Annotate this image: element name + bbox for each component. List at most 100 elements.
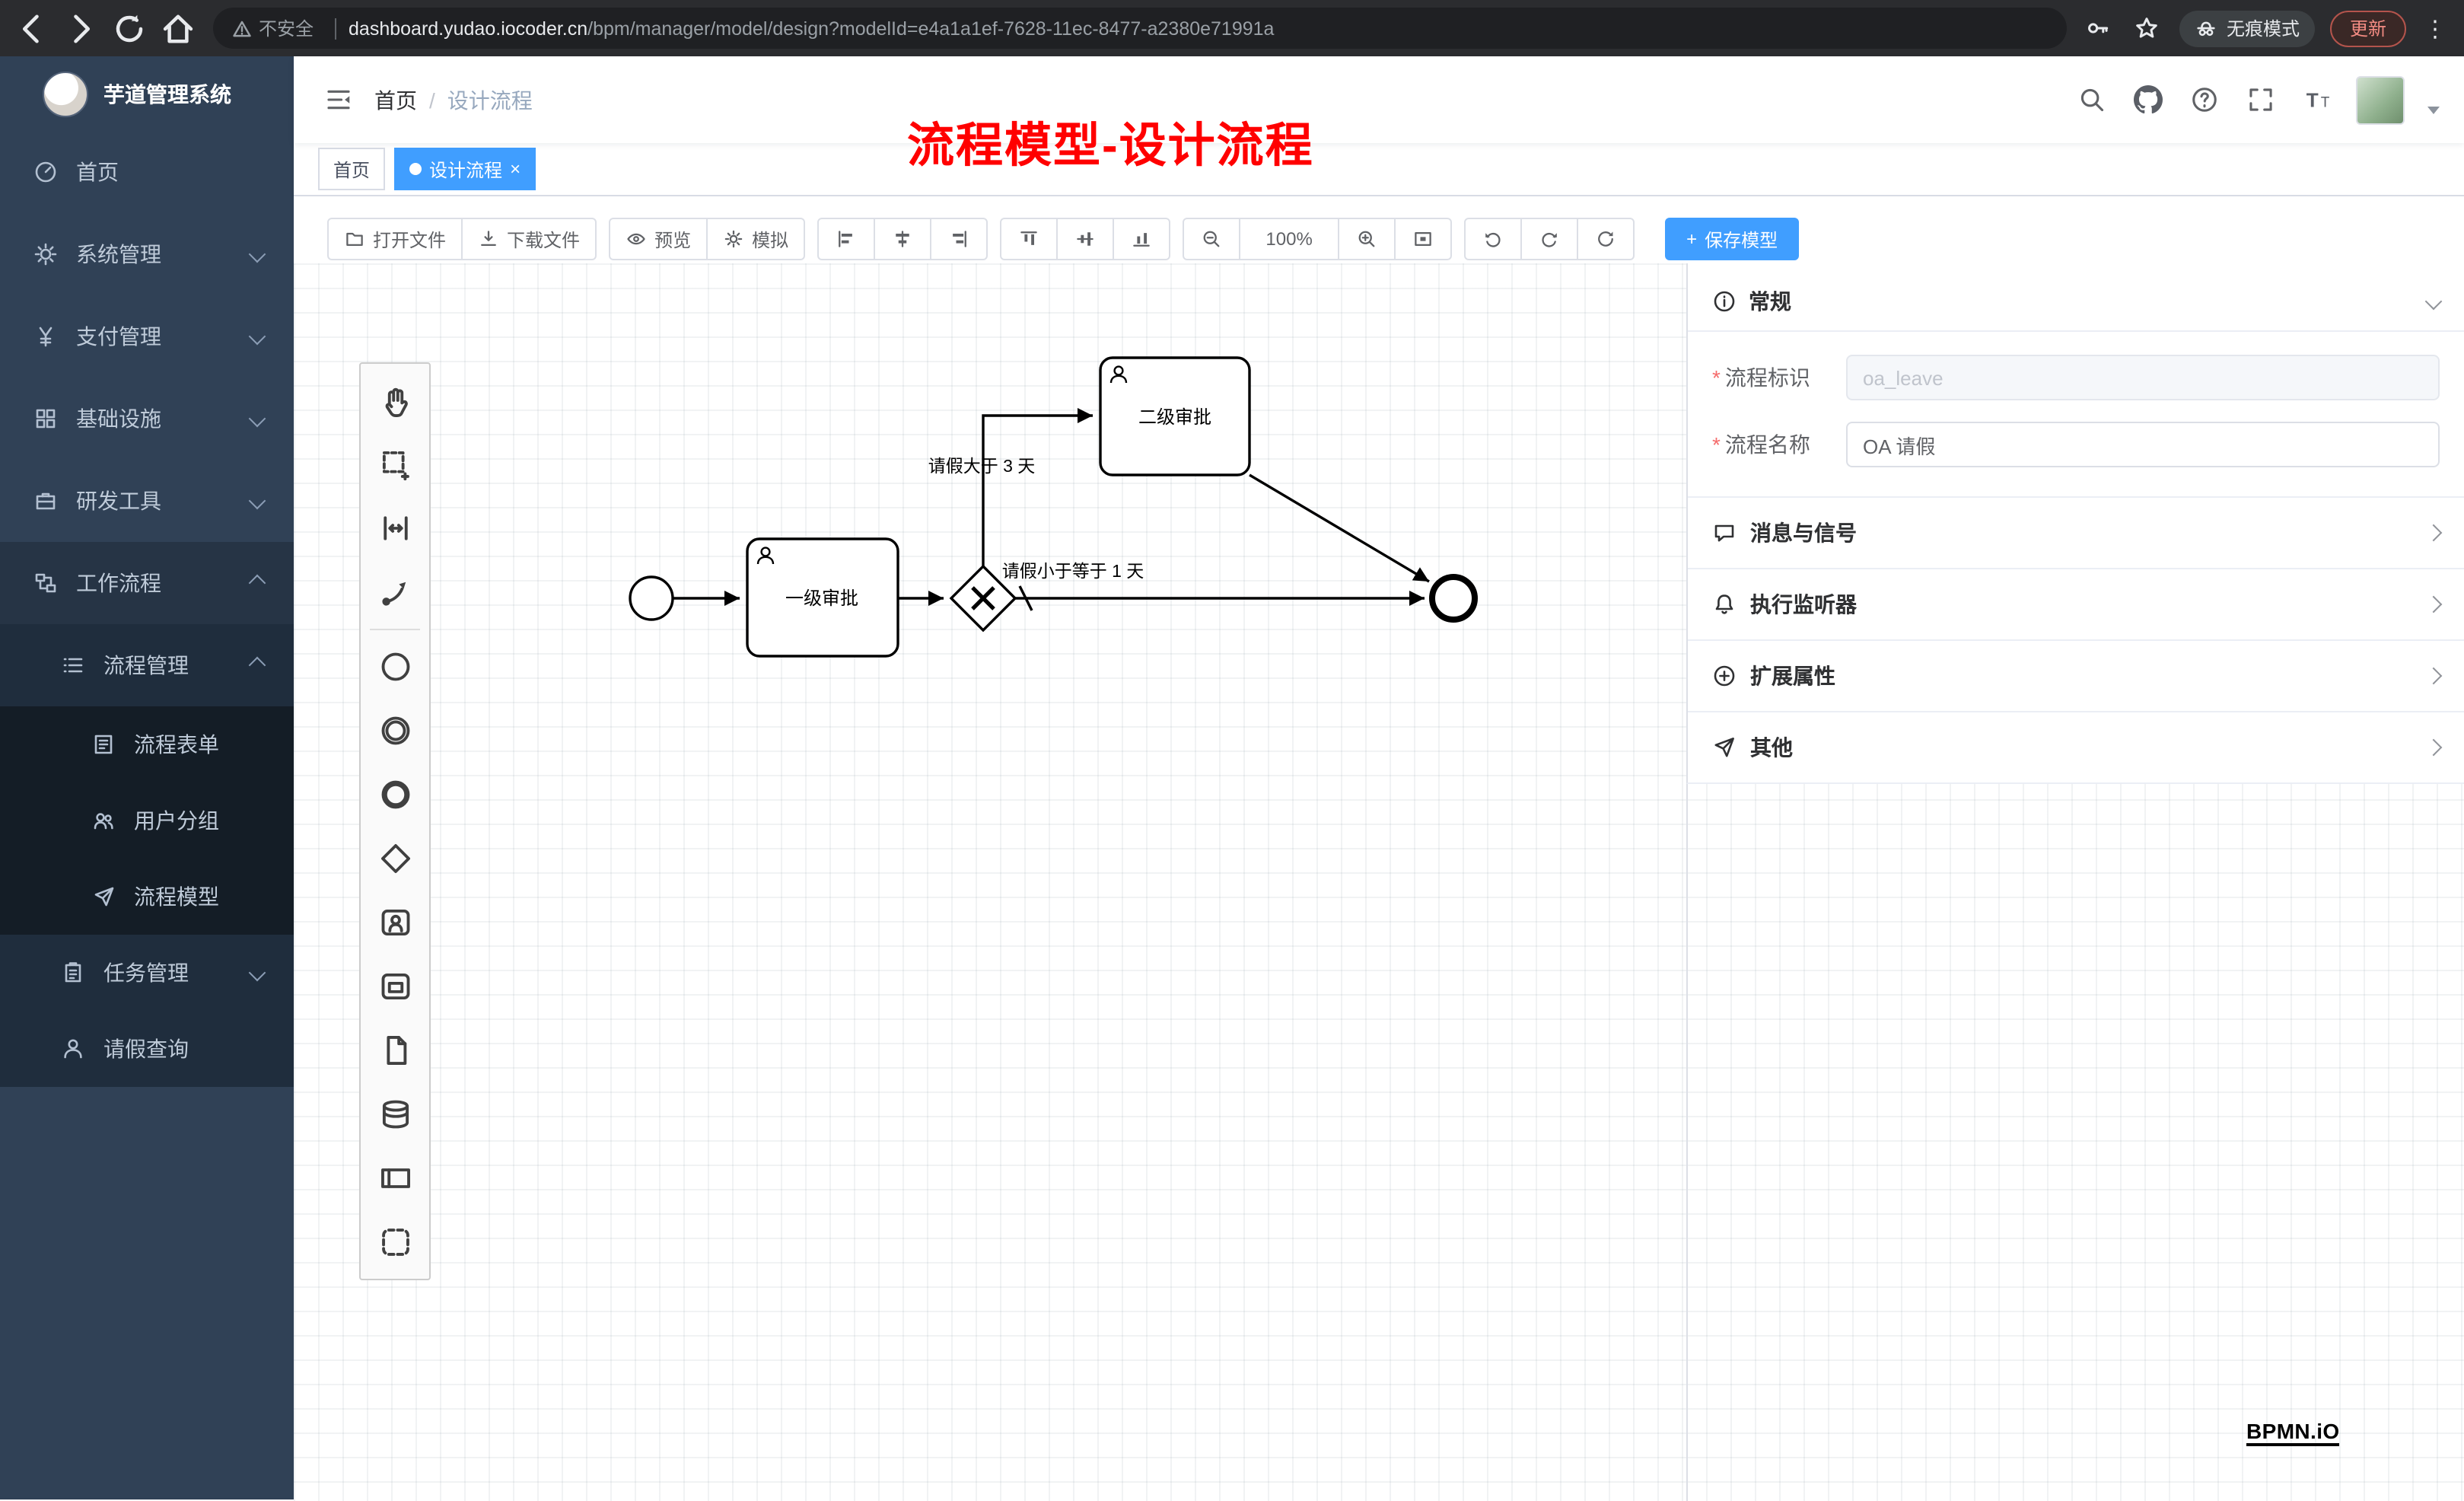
- align-right-button[interactable]: [930, 218, 988, 260]
- flow-task2-to-end[interactable]: [1249, 473, 1430, 583]
- bpmn-task-second-approval[interactable]: 二级审批: [1099, 356, 1251, 476]
- bpmn-canvas[interactable]: 一级审批 二级审批 请: [294, 196, 2464, 1501]
- align-bottom-button[interactable]: [1113, 218, 1171, 260]
- tab-home[interactable]: 首页: [318, 148, 386, 190]
- lasso-tool[interactable]: [361, 432, 429, 496]
- save-model-button[interactable]: + 保存模型: [1665, 218, 1800, 260]
- sidebar-item-infrastructure[interactable]: 基础设施: [0, 378, 294, 460]
- space-tool[interactable]: [361, 496, 429, 560]
- restart-button[interactable]: [1577, 218, 1635, 260]
- simulate-button[interactable]: 模拟: [706, 218, 806, 260]
- download-icon: [481, 231, 496, 247]
- home-icon: [163, 14, 193, 43]
- create-start-event[interactable]: [361, 635, 429, 699]
- create-data-object[interactable]: [361, 1018, 429, 1082]
- omnibox-divider: [335, 18, 337, 39]
- create-gateway[interactable]: [361, 827, 429, 891]
- incognito-label: 无痕模式: [2226, 18, 2300, 40]
- panel-section-messages[interactable]: 消息与信号: [1688, 496, 2464, 568]
- sidebar-item-process-model[interactable]: 流程模型: [0, 859, 294, 935]
- panel-section-extensions[interactable]: 扩展属性: [1688, 639, 2464, 711]
- general-fields: *流程标识 *流程名称: [1688, 332, 2464, 496]
- app-logo[interactable]: 芋道管理系统: [0, 56, 294, 131]
- chevron-right-icon: [2424, 667, 2443, 685]
- task2-label: 二级审批: [1138, 407, 1211, 428]
- caret-down-icon[interactable]: [2427, 107, 2440, 114]
- zoom-in-button[interactable]: [1338, 218, 1396, 260]
- incognito-chip[interactable]: 无痕模式: [2179, 10, 2315, 46]
- breadcrumb-home[interactable]: 首页: [374, 88, 417, 112]
- bpmn-start-event[interactable]: [629, 575, 674, 621]
- sidebar-item-devtools[interactable]: 研发工具: [0, 460, 294, 542]
- panel-section-other[interactable]: 其他: [1688, 711, 2464, 782]
- flow-gateway-to-task2[interactable]: [982, 408, 1093, 566]
- browser-menu-button[interactable]: ⋮: [2424, 16, 2446, 42]
- global-connect-tool[interactable]: [361, 560, 429, 624]
- chevron-down-icon: [248, 492, 266, 510]
- align-middle-button[interactable]: [1056, 218, 1115, 260]
- required-mark: *: [1712, 365, 1721, 390]
- align-left-button[interactable]: [817, 218, 876, 260]
- hand-tool[interactable]: [361, 368, 429, 432]
- update-browser-button[interactable]: 更新: [2329, 10, 2406, 46]
- zoom-in-icon: [1358, 231, 1375, 247]
- create-participant-pool[interactable]: [361, 1146, 429, 1210]
- zoom-fit-button[interactable]: [1394, 218, 1453, 260]
- sidebar-item-user-group[interactable]: 用户分组: [0, 782, 294, 859]
- create-receive-task[interactable]: [361, 954, 429, 1018]
- tab-close-icon[interactable]: ×: [510, 158, 521, 180]
- panel-section-general[interactable]: 常规: [1688, 272, 2464, 332]
- sidebar-item-leave-query[interactable]: 请假查询: [0, 1011, 294, 1087]
- bpmn-io-watermark[interactable]: BPMN.iO: [2246, 1419, 2340, 1446]
- zoom-out-icon: [1203, 231, 1220, 247]
- sidebar-item-workflow[interactable]: 工作流程: [0, 542, 294, 624]
- user-avatar[interactable]: [2356, 75, 2405, 124]
- fullscreen-button[interactable]: [2243, 83, 2277, 116]
- bpmn-exclusive-gateway[interactable]: [949, 564, 1017, 633]
- sidebar-item-home[interactable]: 首页: [0, 131, 294, 213]
- process-name-input[interactable]: [1846, 422, 2440, 467]
- bookmark-button[interactable]: [2131, 11, 2164, 45]
- redo-button[interactable]: [1520, 218, 1579, 260]
- create-group[interactable]: [361, 1210, 429, 1274]
- reload-button[interactable]: [110, 8, 149, 48]
- bpmn-task-first-approval[interactable]: 一级审批: [746, 537, 899, 658]
- sidebar-item-process-form[interactable]: 流程表单: [0, 706, 294, 782]
- open-file-button[interactable]: 打开文件: [327, 218, 463, 260]
- help-button[interactable]: [2187, 83, 2220, 116]
- undo-button[interactable]: [1464, 218, 1523, 260]
- hamburger-icon[interactable]: [324, 85, 353, 114]
- panel-border: [1686, 263, 1688, 1501]
- sidebar-item-payment[interactable]: 支付管理: [0, 295, 294, 378]
- create-intermediate-event[interactable]: [361, 699, 429, 763]
- refresh-icon: [1598, 231, 1614, 247]
- create-data-store[interactable]: [361, 1082, 429, 1146]
- preview-button[interactable]: 预览: [609, 218, 708, 260]
- sidebar-item-process-management[interactable]: 流程管理: [0, 624, 294, 706]
- sidebar-item-task-management[interactable]: 任务管理: [0, 935, 294, 1011]
- sidebar-item-system[interactable]: 系统管理: [0, 213, 294, 295]
- home-button[interactable]: [158, 8, 198, 48]
- active-tab-dot-icon: [409, 163, 422, 175]
- zoom-out-button[interactable]: [1183, 218, 1241, 260]
- bpmn-end-event[interactable]: [1429, 574, 1478, 623]
- panel-section-listeners[interactable]: 执行监听器: [1688, 568, 2464, 639]
- create-user-task[interactable]: [361, 891, 429, 954]
- address-bar[interactable]: 不安全 dashboard.yudao.iocoder.cn/bpm/manag…: [213, 8, 2067, 49]
- password-manager-button[interactable]: [2082, 11, 2115, 45]
- align-top-button[interactable]: [1000, 218, 1059, 260]
- download-file-button[interactable]: 下载文件: [461, 218, 597, 260]
- header-search-button[interactable]: [2074, 83, 2108, 116]
- align-center-button[interactable]: [874, 218, 932, 260]
- forward-button[interactable]: [61, 8, 100, 48]
- back-button[interactable]: [12, 8, 52, 48]
- create-end-event[interactable]: [361, 763, 429, 827]
- tab-design-process[interactable]: 设计流程 ×: [394, 148, 536, 190]
- process-key-input[interactable]: [1846, 355, 2440, 400]
- github-link[interactable]: [2131, 83, 2164, 116]
- align-middle-icon: [1077, 232, 1094, 246]
- list-icon: [63, 658, 83, 673]
